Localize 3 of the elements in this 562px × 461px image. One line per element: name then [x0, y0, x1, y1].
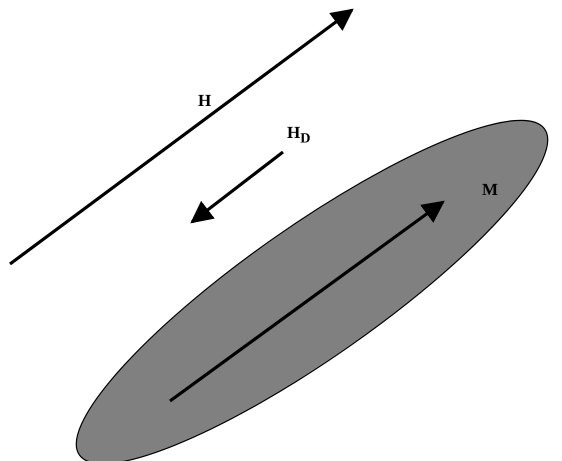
vector-label: H$_{D}$ [287, 124, 310, 146]
vector-label: M [482, 181, 498, 198]
vector-label: H [198, 92, 212, 109]
